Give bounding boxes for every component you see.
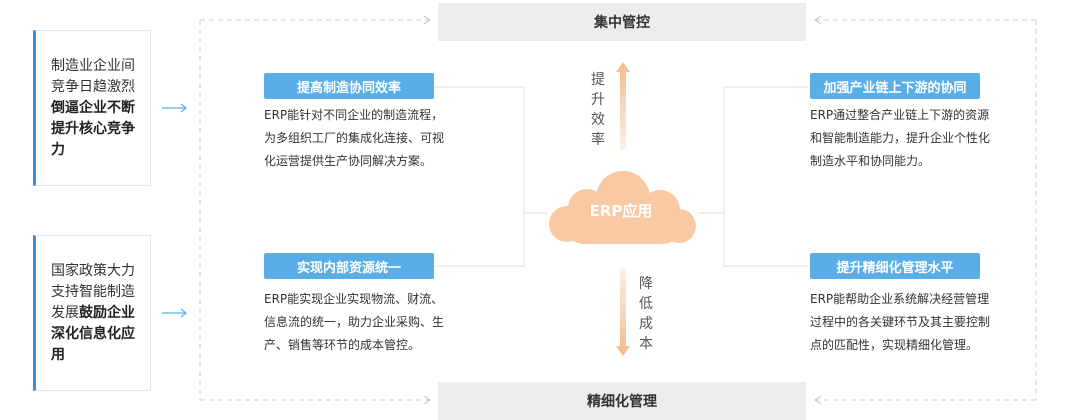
feature-title-top-right: 加强产业链上下游的协同 (810, 73, 980, 99)
up-arrow-icon (616, 62, 630, 150)
feature-title-bottom-left: 实现内部资源统一 (264, 253, 434, 279)
left-box-1-normal: 制造业企业间竞争日趋激烈 (51, 57, 135, 95)
left-box-1-bold: 倒逼企业不断提升核心竞争力 (51, 99, 135, 158)
left-box-policy: 国家政策大力支持智能制造发展鼓励企业深化信息化应用 (33, 235, 151, 391)
feature-title-bottom-right: 提升精细化管理水平 (810, 253, 980, 279)
left-box-2-normal: 国家政策大力支持智能制造发展 (51, 262, 135, 321)
left-box-2-bold: 鼓励企业深化信息化应用 (51, 304, 135, 363)
arrow-right-icon (162, 103, 187, 113)
feature-text-top-left: ERP能针对不同企业的制造流程，为多组织工厂的集成化连接、可视化运营提供生产协同… (264, 108, 445, 168)
feature-text-bottom-right: ERP能帮助企业系统解决经营管理过程中的各关键环节及其主要控制点的匹配性，实现精… (810, 292, 991, 352)
top-bar-centralized-control: 集中管控 (438, 3, 806, 41)
down-arrow-icon (616, 268, 630, 356)
center-label: ERP应用 (589, 202, 653, 220)
down-arrow-label: 降低成本 (639, 276, 653, 352)
arrow-right-icon (162, 308, 187, 318)
cloud-icon (549, 171, 696, 244)
feature-title-top-left: 提高制造协同效率 (264, 73, 434, 99)
up-arrow-label: 提升效率 (591, 72, 605, 148)
left-box-competition: 制造业企业间竞争日趋激烈倒逼企业不断提升核心竞争力 (33, 30, 151, 186)
bottom-bar-fine-management: 精细化管理 (438, 382, 806, 420)
feature-text-bottom-left: ERP能实现企业实现物流、财流、信息流的统一，助力企业采购、生产、销售等环节的成… (264, 292, 445, 352)
feature-text-top-right: ERP通过整合产业链上下游的资源和智能制造能力，提升企业个性化制造水平和协同能力… (810, 108, 991, 168)
